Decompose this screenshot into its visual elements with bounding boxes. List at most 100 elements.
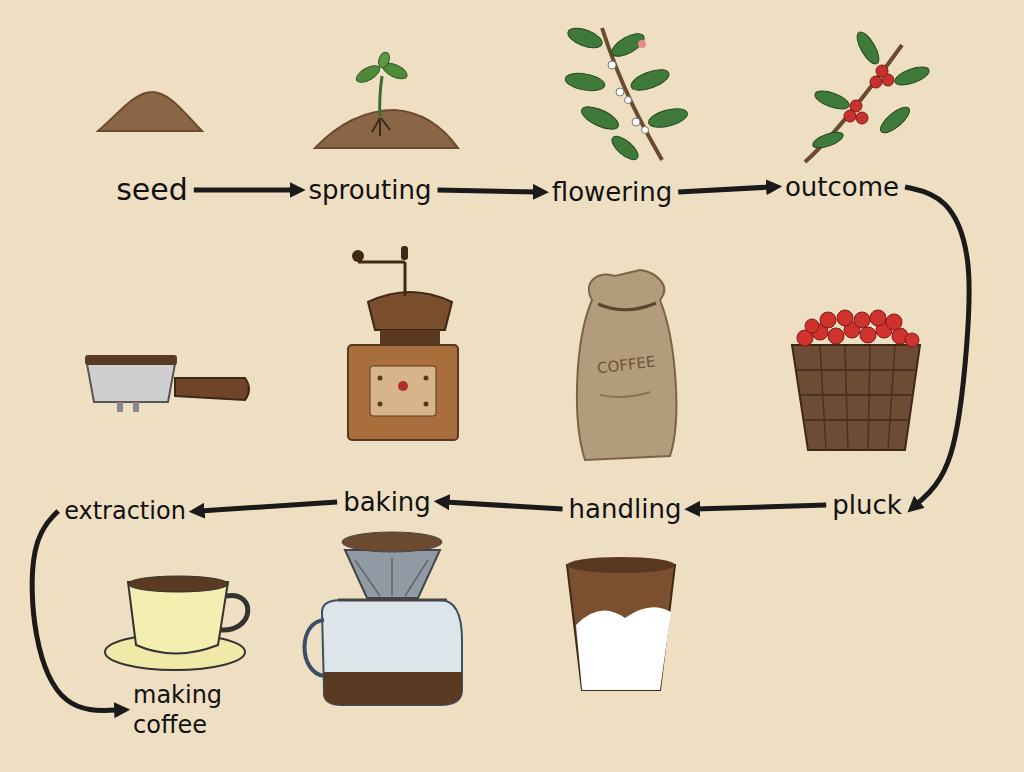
seed-heap	[98, 92, 202, 131]
fruit-branch-part	[813, 87, 852, 112]
flowering-branch-part	[638, 40, 646, 48]
portafilter-part	[85, 355, 177, 365]
coffee-grinder-part	[378, 376, 383, 381]
cherry-basket-part	[828, 328, 844, 344]
grounds-cup-part	[567, 565, 675, 690]
coffee-grinder-part	[348, 345, 458, 440]
portafilter-part	[117, 402, 123, 412]
coffee-grinder-part	[401, 246, 408, 260]
coffee-sack	[577, 270, 676, 460]
step-label: baking	[343, 486, 431, 519]
pour-over-part	[355, 558, 428, 596]
fruit-branch-part	[850, 100, 862, 112]
sprout-picture-part	[315, 110, 458, 148]
coffee-grinder-part	[370, 366, 436, 416]
coffee-cup	[105, 576, 248, 670]
step-label: extraction	[64, 496, 186, 526]
flow-arrow	[678, 187, 771, 192]
coffee-sack-part	[600, 392, 650, 397]
pour-over-part	[345, 550, 440, 598]
flowering-branch-part	[578, 102, 621, 133]
flowering-branch-part	[625, 97, 632, 104]
cherry-basket-part	[820, 312, 836, 328]
fruit-branch-part	[811, 129, 845, 151]
coffee-grinder-part	[378, 402, 383, 407]
flow-arrow	[200, 502, 337, 511]
flow-arrow	[695, 505, 826, 509]
flowering-branch-part	[602, 28, 662, 160]
flowering-branch-part	[608, 29, 647, 61]
portafilter	[85, 355, 249, 412]
cherry-basket-part	[870, 310, 886, 326]
coffee-grinder-part	[424, 402, 429, 407]
step-text: extraction	[64, 496, 186, 526]
flowering-branch-part	[642, 127, 649, 134]
seed-heap-part	[98, 92, 202, 131]
pour-over	[305, 532, 463, 705]
cherry-basket-part	[905, 333, 919, 347]
flowering-branch-part	[628, 66, 671, 95]
step-label: flowering	[552, 176, 672, 209]
pour-over-part	[338, 599, 447, 602]
cherry-basket-part	[797, 370, 916, 420]
portafilter-part	[133, 402, 139, 412]
fruit-branch-part	[805, 45, 902, 162]
cherry-basket-part	[820, 346, 895, 450]
cherry-basket	[792, 310, 920, 450]
cherry-basket-part	[886, 314, 902, 330]
sack-label: COFFEE	[596, 353, 656, 378]
flowering-branch-part	[608, 132, 642, 163]
flowering-branch-part	[616, 88, 624, 96]
coffee-grinder-part	[398, 381, 408, 391]
step-label: making coffee	[133, 680, 253, 740]
step-text: baking	[343, 486, 431, 519]
step-label: sprouting	[309, 174, 432, 207]
coffee-grinder-part	[352, 250, 364, 262]
step-text: pluck	[832, 489, 902, 522]
sprout-picture	[315, 51, 458, 148]
grounds-cup-part	[576, 607, 671, 690]
portafilter-part	[87, 364, 175, 402]
step-text: seed	[116, 171, 188, 209]
sprout-picture-part	[377, 51, 392, 69]
coffee-cup-part	[128, 576, 228, 592]
flow-arrow	[32, 511, 119, 710]
cherry-basket-part	[792, 345, 920, 450]
step-label: outcome	[785, 171, 899, 204]
pour-over-part	[305, 620, 325, 676]
flowering-branch-part	[632, 118, 640, 126]
fruit-branch-part	[856, 112, 868, 124]
portafilter-part	[175, 378, 249, 400]
step-text: outcome	[785, 171, 899, 204]
cherry-basket-part	[860, 327, 876, 343]
cherry-basket-part	[805, 319, 819, 333]
sprout-picture-part	[380, 76, 382, 116]
step-label: handling	[569, 493, 682, 526]
sprout-picture-part	[372, 118, 390, 136]
flow-arrow	[905, 187, 969, 505]
fruit-branch-part	[893, 63, 932, 88]
coffee-grinder	[348, 246, 458, 440]
flowering-branch-part	[608, 61, 616, 69]
flowering-branch	[564, 24, 689, 163]
flow-arrow	[194, 188, 295, 193]
fruit-branch-part	[876, 65, 888, 77]
fruit-branch-part	[877, 103, 914, 137]
coffee-grinder-part	[368, 292, 452, 330]
fruit-branch-part	[870, 76, 882, 88]
fruit-branch-part	[853, 29, 883, 67]
coffee-grinder-part	[358, 262, 405, 296]
coffee-grinder-part	[424, 376, 429, 381]
sprout-picture-part	[354, 62, 383, 85]
step-text: flowering	[552, 176, 672, 209]
step-text: making coffee	[133, 680, 253, 740]
fruit-branch	[805, 29, 931, 162]
coffee-grinder-part	[380, 330, 440, 345]
pour-over-part	[324, 672, 462, 705]
grounds-cup	[567, 557, 675, 690]
cherry-basket-part	[837, 310, 853, 326]
flowering-branch-part	[564, 71, 606, 94]
step-text: handling	[569, 493, 682, 526]
